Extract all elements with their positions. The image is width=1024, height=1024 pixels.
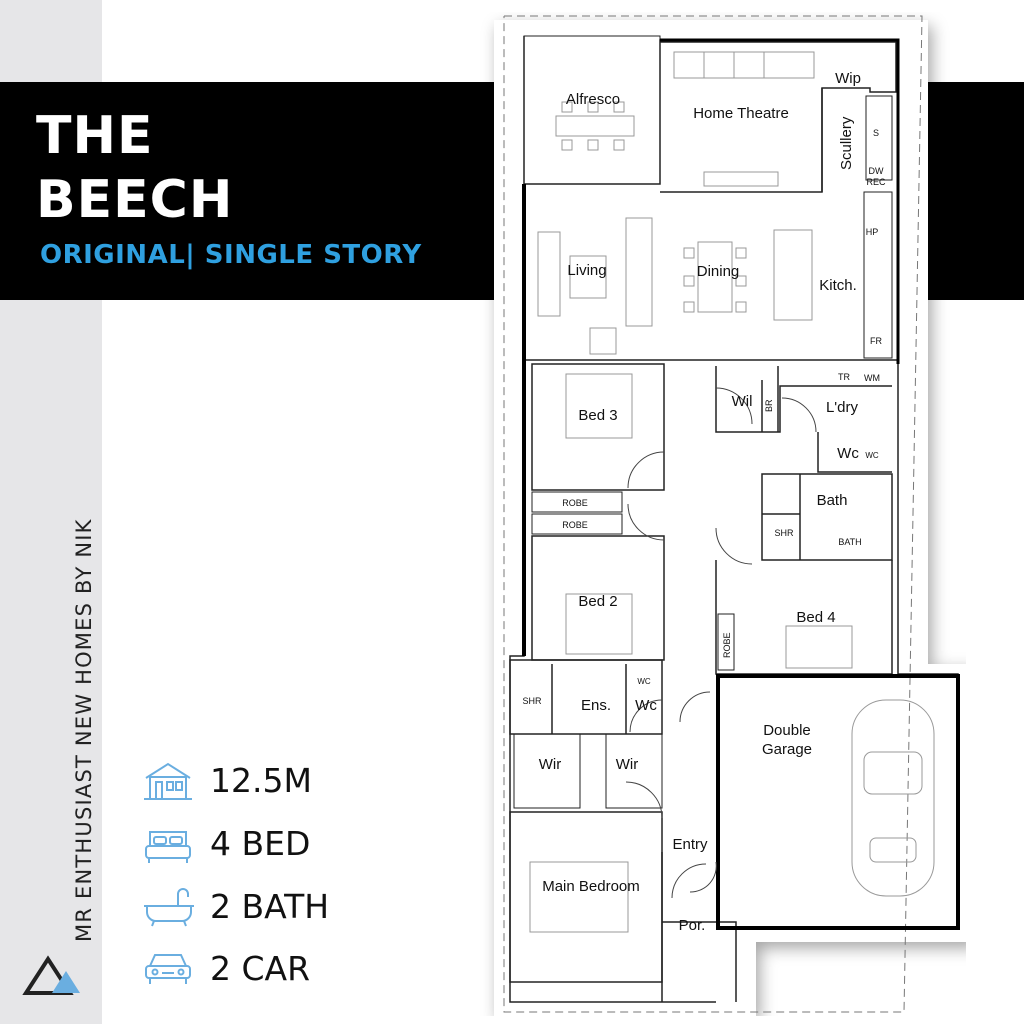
- label-shr-bath: SHR: [774, 528, 794, 538]
- label-bed4: Bed 4: [796, 609, 835, 626]
- label-wm: WM: [864, 373, 880, 383]
- label-alfresco: Alfresco: [566, 91, 620, 108]
- label-dining: Dining: [697, 263, 740, 280]
- lot-boundary: [503, 15, 923, 1013]
- stat-cars: 2 CAR: [210, 949, 311, 988]
- stat-beds: 4 BED: [210, 824, 311, 863]
- plan-paper: [494, 20, 966, 1016]
- label-entry: Entry: [672, 836, 708, 853]
- label-ensuite: Ens.: [581, 697, 611, 714]
- label-scullery: Scullery: [838, 116, 855, 170]
- label-main-bedroom: Main Bedroom: [542, 878, 640, 895]
- label-living: Living: [567, 262, 606, 279]
- label-robe-bed4: ROBE: [722, 632, 732, 658]
- label-wc-ens: Wc: [635, 697, 657, 714]
- label-dw: DW: [869, 166, 884, 176]
- label-bed2: Bed 2: [578, 593, 617, 610]
- label-shr-ens: SHR: [522, 696, 542, 706]
- label-garage-1: Double: [763, 722, 811, 739]
- bed-icon: [145, 831, 191, 863]
- label-sink: S: [873, 128, 879, 138]
- label-robe-bed2: ROBE: [562, 520, 588, 530]
- label-robe-bed3: ROBE: [562, 498, 588, 508]
- car-icon: [145, 954, 191, 984]
- page-subtitle: ORIGINAL| SINGLE STORY: [40, 240, 422, 270]
- label-home-theatre: Home Theatre: [693, 105, 789, 122]
- stat-frontage: 12.5M: [210, 761, 312, 800]
- label-hp: HP: [866, 227, 879, 237]
- label-wil: Wil: [732, 393, 753, 410]
- bathtub-icon: [144, 888, 194, 927]
- label-wc-upper: Wc: [837, 445, 859, 462]
- label-wc-ens-icon: WC: [637, 677, 651, 686]
- label-br: BR: [764, 399, 774, 412]
- label-rec: REC: [866, 177, 886, 187]
- label-bed3: Bed 3: [578, 407, 617, 424]
- title-line-2: BEECH: [36, 170, 234, 230]
- title-banner: [0, 82, 494, 300]
- label-laundry: L'dry: [826, 399, 859, 416]
- label-wc-icon: WC: [865, 451, 879, 460]
- label-garage-2: Garage: [762, 741, 812, 758]
- label-bathtub: BATH: [838, 537, 861, 547]
- floor-plan: Alfresco Home Theatre Wip Scullery S DW …: [494, 15, 966, 1016]
- label-tr: TR: [838, 372, 850, 382]
- brand-logo-icon: [22, 955, 80, 995]
- label-bath: Bath: [817, 492, 848, 509]
- stat-baths: 2 BATH: [210, 887, 330, 926]
- label-porch: Por.: [679, 917, 706, 934]
- label-wir-1: Wir: [539, 756, 562, 773]
- label-fridge: FR: [870, 336, 882, 346]
- title-banner-right: [928, 82, 1024, 300]
- label-kitchen: Kitch.: [819, 277, 857, 294]
- label-wir-2: Wir: [616, 756, 639, 773]
- label-wip: Wip: [835, 70, 861, 87]
- page-title: THE BEECH: [36, 104, 233, 232]
- title-line-1: THE: [36, 106, 154, 166]
- house-icon: [144, 762, 192, 800]
- brand-vertical-text: MR ENTHUSIAST NEW HOMES BY NIK: [72, 518, 96, 942]
